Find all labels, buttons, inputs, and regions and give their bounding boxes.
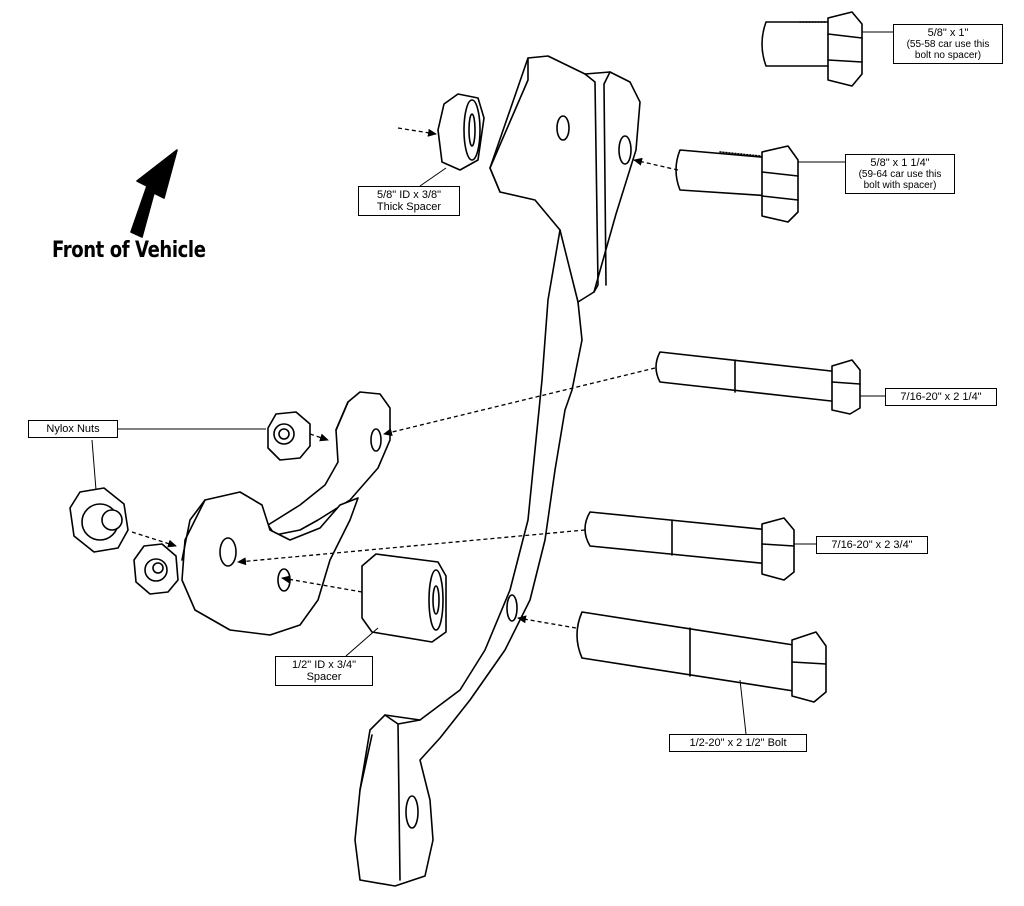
assembly-line-bolt-7-16-b — [237, 529, 586, 566]
callout-text: 7/16-20" x 2 3/4" — [831, 539, 913, 551]
leader-spacer-5-8 — [419, 167, 447, 187]
callout-text: (55-58 car use this — [906, 39, 990, 50]
callout-text: 5/8" ID x 3/8" — [376, 189, 442, 201]
callout-bolt-7-16-x-2-3-4: 7/16-20" x 2 3/4" — [816, 536, 928, 554]
assembly-line-spacer-top — [397, 127, 437, 137]
callout-bolt-1-2-x-2-1-2: 1/2-20" x 2 1/2" Bolt — [669, 734, 807, 752]
bolt-5-8-x-1 — [761, 11, 863, 87]
bolt-7-16-x-2-1-4 — [655, 351, 861, 415]
callout-text: 5/8" x 1 1/4" — [870, 157, 930, 169]
callout-text: 7/16-20" x 2 1/4" — [900, 391, 982, 403]
nylox-nut-large — [69, 487, 129, 553]
spacer-1-2-id — [361, 553, 447, 643]
nylox-nut-upper — [267, 411, 311, 461]
assembly-line-upper-nut — [309, 433, 329, 442]
callout-nylox-nuts: Nylox Nuts — [28, 420, 118, 438]
callout-spacer-5-8: 5/8" ID x 3/8" Thick Spacer — [358, 186, 460, 216]
leader-nylox-lower — [91, 439, 97, 491]
spacer-5-8-id — [437, 93, 485, 171]
assembly-line-bolt-1-2 — [517, 615, 577, 629]
callout-text: (59-64 car use this — [858, 169, 942, 180]
callout-text: Thick Spacer — [376, 201, 442, 213]
nylox-nut-small — [133, 543, 179, 595]
leader-bolt-1-2 — [739, 679, 747, 735]
bolt-7-16-x-2-3-4 — [584, 511, 795, 581]
callout-bolt-5-8-x-1-1-4: 5/8" x 1 1/4" (59-64 car use this bolt w… — [845, 154, 955, 194]
assembly-line-bolt-5-8 — [633, 157, 679, 171]
callout-spacer-1-2: 1/2" ID x 3/4" Spacer — [275, 656, 373, 686]
assembly-line-lower-nut — [131, 531, 177, 548]
callout-bolt-5-8-x-1: 5/8" x 1" (55-58 car use this bolt no sp… — [893, 24, 1003, 64]
callout-text: Spacer — [306, 671, 342, 683]
upper-link-plate — [267, 391, 391, 536]
callout-text: bolt no spacer) — [914, 50, 982, 61]
leader-spacer-1-2 — [345, 627, 379, 657]
main-bracket — [354, 55, 641, 887]
callout-text: bolt with spacer) — [863, 180, 937, 191]
callout-text: Nylox Nuts — [46, 423, 100, 435]
callout-text: 5/8" x 1" — [927, 27, 969, 39]
callout-bolt-7-16-x-2-1-4: 7/16-20" x 2 1/4" — [885, 388, 997, 406]
bolt-5-8-x-1-1-4 — [675, 145, 799, 223]
lower-link-plate — [181, 491, 359, 636]
front-direction-arrow-icon — [130, 149, 178, 238]
assembly-line-bolt-7-16-a — [383, 367, 656, 436]
front-of-vehicle-label: Front of Vehicle — [52, 238, 206, 263]
callout-text: 1/2" ID x 3/4" — [291, 659, 357, 671]
bolt-1-2-x-2-1-2 — [576, 611, 827, 703]
callout-text: 1/2-20" x 2 1/2" Bolt — [689, 737, 787, 749]
